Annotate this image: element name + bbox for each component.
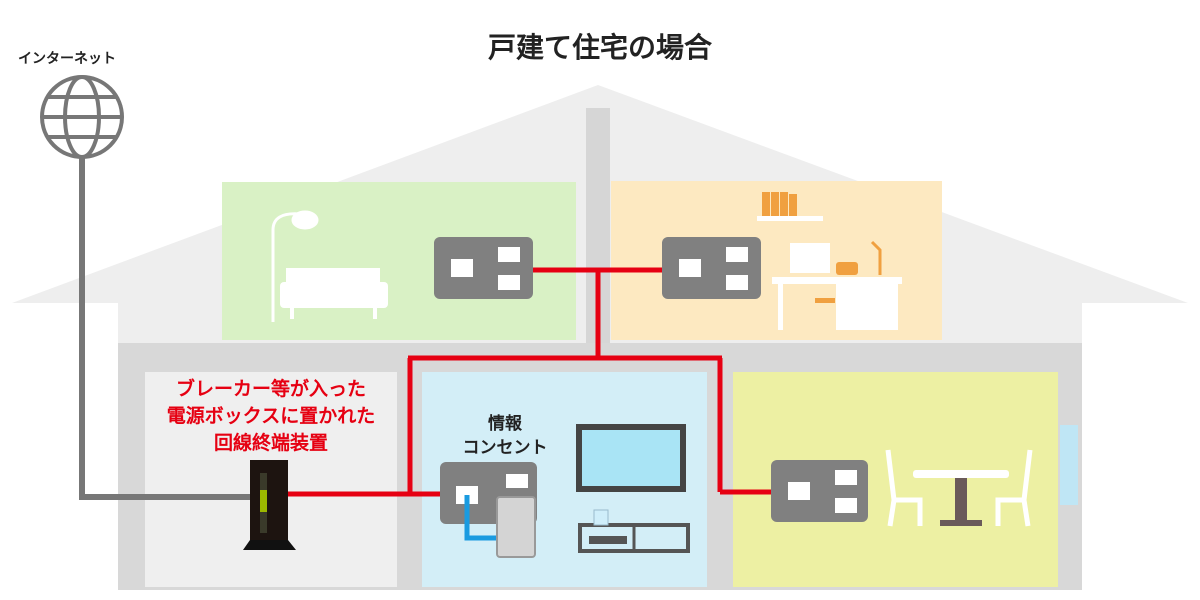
- info-outlet-living: [434, 237, 533, 299]
- internet-label: インターネット: [18, 51, 116, 67]
- bookshelf: [757, 192, 823, 221]
- onu-note: ブレーカー等が入った 電源ボックスに置かれた 回線終端装置: [140, 376, 402, 457]
- fiber-line: [79, 157, 252, 500]
- info-outlet-label-line: コンセント: [462, 438, 548, 458]
- lan-cable: [464, 495, 497, 541]
- onu-note-line: ブレーカー等が入った: [175, 378, 366, 400]
- info-outlet-label: 情報 コンセント: [440, 412, 570, 460]
- info-outlet-label-line: 情報: [488, 414, 522, 434]
- desk: [772, 240, 902, 330]
- window: [1060, 425, 1078, 505]
- dining-set: [885, 449, 1033, 527]
- info-outlet-dining: [771, 460, 868, 522]
- onu-note-line: 電源ボックスに置かれた: [166, 405, 376, 427]
- wifi-router: [496, 496, 536, 558]
- onu-device: [243, 460, 296, 550]
- tv-stand: [578, 509, 690, 553]
- info-outlet-study: [662, 237, 761, 299]
- television: [576, 424, 686, 492]
- lan-wiring: [285, 267, 771, 497]
- floor-lamp: [271, 210, 319, 322]
- sofa: [280, 268, 388, 319]
- page-title: 戸建て住宅の場合: [487, 31, 712, 64]
- onu-note-line: 回線終端装置: [213, 432, 328, 454]
- globe-icon: [40, 75, 124, 159]
